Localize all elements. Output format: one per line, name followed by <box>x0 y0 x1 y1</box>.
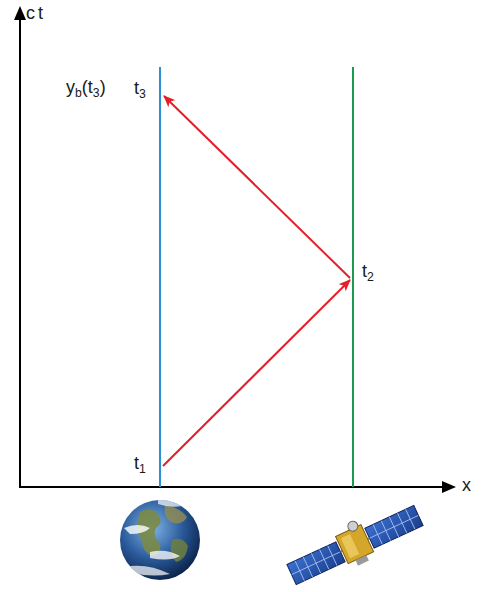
axis-label: ct <box>26 4 46 24</box>
ct-axis <box>19 16 21 487</box>
event-label: t2 <box>362 262 374 282</box>
light-signal-arrow <box>163 280 350 466</box>
satellite-picture <box>282 495 427 592</box>
event-point: t1 <box>161 466 163 468</box>
event-point: t3 <box>162 94 164 96</box>
event-point: t2 <box>350 278 352 280</box>
earth-picture <box>120 500 200 580</box>
event-label: t1 <box>134 454 146 474</box>
axis-arrowhead <box>14 6 26 20</box>
light-signal-arrow <box>164 96 350 278</box>
annotation-label: yb(t3) <box>66 78 106 98</box>
axis-arrowhead <box>442 481 456 493</box>
event-label: t3 <box>134 79 146 99</box>
axis-label: x <box>462 476 471 496</box>
earth-worldline <box>159 67 161 487</box>
x-axis <box>19 486 446 488</box>
satellite-worldline <box>352 67 354 487</box>
